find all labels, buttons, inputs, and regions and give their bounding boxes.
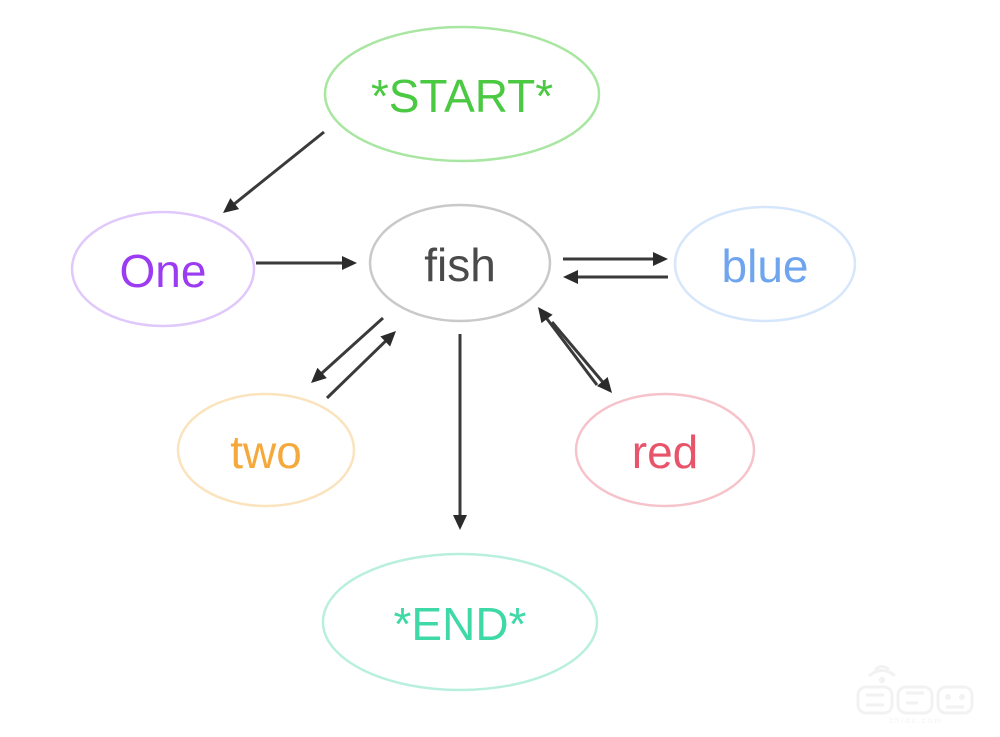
node-label-two: two: [230, 426, 302, 478]
node-ellipse-two[interactable]: [176, 392, 356, 508]
arrow-head-icon: [342, 256, 357, 270]
edge-fish-to-two: [311, 316, 385, 383]
node-label-red: red: [632, 426, 698, 478]
node-one[interactable]: One: [70, 210, 256, 328]
node-start[interactable]: *START*: [323, 25, 601, 163]
node-ellipse-start[interactable]: [323, 25, 601, 163]
edge-two-to-fish: [325, 331, 396, 400]
edge-line: [550, 321, 605, 385]
node-ellipse-one[interactable]: [70, 210, 256, 328]
edge-line: [319, 316, 385, 376]
edge-start-to-one: [223, 130, 325, 213]
arrow-head-icon: [453, 515, 467, 530]
node-ellipse-blue[interactable]: [673, 205, 857, 323]
edge-fish-to-red: [550, 321, 612, 393]
edges-layer: [223, 130, 668, 530]
node-end[interactable]: *END*: [321, 552, 599, 692]
arrow-head-icon: [311, 367, 327, 383]
edge-fish-to-end: [453, 334, 467, 530]
node-blue[interactable]: blue: [673, 205, 857, 323]
arrow-head-icon: [223, 198, 240, 213]
node-label-fish: fish: [424, 239, 496, 291]
node-label-blue: blue: [722, 240, 809, 292]
arrow-head-icon: [653, 252, 668, 266]
node-red[interactable]: red: [574, 392, 756, 508]
node-two[interactable]: two: [176, 392, 356, 508]
node-ellipse-red[interactable]: [574, 392, 756, 508]
node-ellipse-fish[interactable]: [368, 203, 552, 323]
edge-red-to-fish: [538, 307, 599, 386]
edge-fish-to-blue: [563, 252, 668, 266]
edge-line: [544, 316, 599, 386]
edge-blue-to-fish: [563, 270, 668, 284]
node-label-start: *START*: [371, 70, 553, 122]
edge-line: [232, 130, 325, 207]
node-label-end: *END*: [394, 598, 527, 650]
nodes-layer: *START* One fish blue two red *END*: [70, 25, 857, 692]
edge-line: [325, 338, 388, 400]
arrow-head-icon: [380, 331, 396, 347]
arrow-head-icon: [538, 307, 553, 324]
arrow-head-icon: [596, 377, 612, 393]
node-ellipse-end[interactable]: [321, 552, 599, 692]
node-label-one: One: [120, 245, 207, 297]
edge-one-to-fish: [256, 256, 357, 270]
node-fish[interactable]: fish: [368, 203, 552, 323]
arrow-head-icon: [563, 270, 578, 284]
